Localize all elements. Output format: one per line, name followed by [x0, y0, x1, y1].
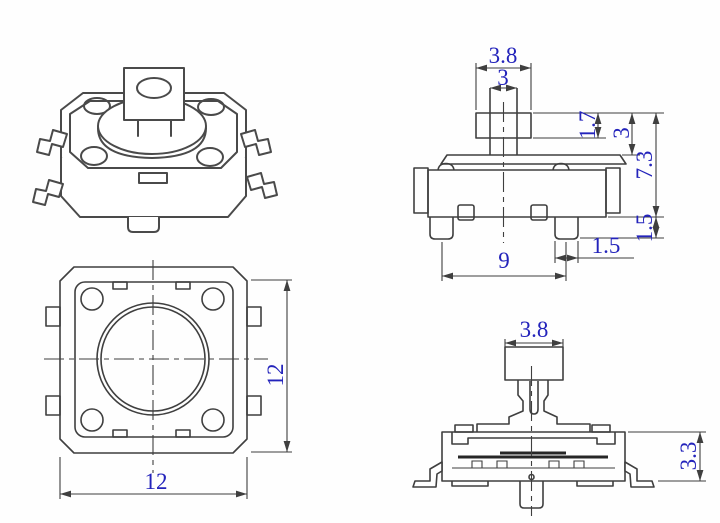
switch-body	[441, 431, 626, 482]
bottom-post	[127, 217, 160, 233]
terminal-leg	[429, 217, 454, 240]
stem-neck	[137, 119, 172, 137]
dim-stem-width: 3	[497, 65, 509, 90]
top-view: 12 12	[44, 260, 292, 499]
gullwing-lead	[32, 179, 64, 206]
corner-recess	[196, 147, 224, 167]
side-view-outline	[412, 346, 655, 516]
dome-contact	[458, 451, 608, 459]
dim-cap-width-side: 3.8	[520, 317, 549, 342]
stem-bore	[529, 381, 539, 415]
edge-notch	[112, 429, 128, 438]
front-view-dimensions: 3.8 3 1.7 3 7.3 1.5 9 1.5	[441, 43, 664, 281]
dim-lead-width: 1.5	[592, 233, 621, 258]
switch-body	[427, 169, 607, 218]
edge-notch	[175, 429, 191, 438]
side-tab	[45, 395, 61, 416]
corner-recess	[83, 97, 111, 115]
body-outline	[59, 266, 248, 454]
corner-hole	[80, 287, 104, 311]
perspective-view	[32, 67, 278, 233]
dim-cap-height: 1.7	[575, 111, 600, 140]
front-view-outline	[413, 88, 627, 243]
stem-sides	[489, 88, 518, 155]
dim-lead-pitch: 9	[498, 248, 510, 273]
button-dome-skirt	[97, 127, 207, 159]
edge-notch	[112, 281, 128, 290]
side-tab	[45, 306, 61, 327]
side-tab	[246, 395, 262, 416]
dim-stem-height: 3	[609, 127, 634, 139]
gullwing-lead	[246, 172, 278, 199]
dim-cap-width: 3.8	[489, 43, 518, 68]
edge-notch	[175, 281, 191, 290]
gullwing-lead	[624, 461, 655, 488]
locating-boss	[457, 204, 475, 221]
side-view-dimensions: 3.8 3.3	[504, 317, 706, 482]
dim-total-height: 7.3	[632, 151, 657, 180]
side-flange	[605, 167, 621, 214]
extension-line	[441, 241, 579, 281]
stem-cap	[504, 346, 564, 381]
stem-profile	[543, 380, 591, 432]
cover-plate	[440, 154, 627, 165]
inner-base	[452, 460, 615, 469]
front-view: 3.8 3 1.7 3 7.3 1.5 9 1.5	[413, 43, 664, 281]
cover-tab	[454, 424, 474, 433]
corner-hole	[80, 408, 104, 432]
front-tab	[138, 172, 168, 184]
side-tab	[246, 306, 262, 327]
cover-tab	[591, 424, 611, 433]
top-view-dimensions: 12 12	[59, 279, 292, 499]
corner-hole	[201, 408, 225, 432]
dim-body-height: 3.3	[676, 442, 701, 471]
cover-clinch	[437, 162, 570, 171]
gullwing-lead	[412, 461, 443, 488]
stem-profile	[476, 380, 524, 432]
locating-boss	[530, 204, 548, 221]
extension-line	[59, 279, 292, 499]
dim-body-width: 12	[145, 469, 168, 494]
centerline	[44, 260, 268, 473]
inner-ledge	[451, 432, 616, 445]
side-flange	[413, 167, 429, 214]
corner-recess	[80, 146, 108, 166]
dim-body-depth: 12	[263, 364, 288, 387]
dim-lead-height: 1.5	[632, 214, 657, 243]
stem-hole	[136, 77, 172, 99]
gullwing-lead	[36, 129, 68, 156]
gullwing-lead	[240, 129, 272, 156]
switch-front-face	[60, 158, 247, 218]
top-view-outline	[44, 260, 268, 473]
terminal-leg	[554, 217, 579, 240]
corner-recess	[197, 98, 225, 116]
side-view: 3.8 3.3	[412, 317, 706, 516]
bottom-pad	[451, 481, 614, 487]
stem-square	[123, 67, 185, 121]
corner-hole	[201, 287, 225, 311]
